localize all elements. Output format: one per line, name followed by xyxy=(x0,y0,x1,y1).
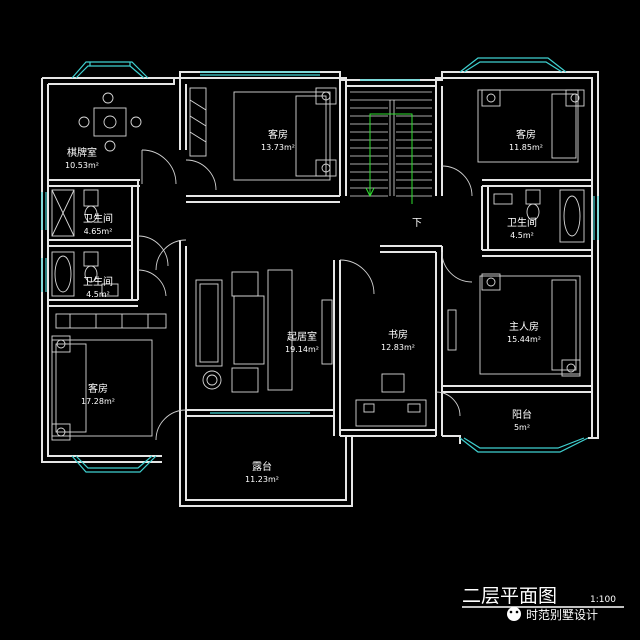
room-label-terrace: 露台 11.23m² xyxy=(245,460,279,484)
svg-text:卫生间: 卫生间 xyxy=(83,212,113,225)
doors xyxy=(137,149,473,441)
windows xyxy=(41,57,599,473)
svg-text:露台: 露台 xyxy=(252,460,272,473)
svg-text:卫生间: 卫生间 xyxy=(83,275,113,288)
svg-text:棋牌室: 棋牌室 xyxy=(67,146,97,159)
bed-guest-13-73 xyxy=(233,87,337,181)
study-desk xyxy=(355,373,427,427)
chess-table xyxy=(78,92,142,152)
svg-text:客房: 客房 xyxy=(516,128,536,141)
wardrobe-guest-1 xyxy=(189,87,207,157)
stair-arrow xyxy=(365,113,413,204)
svg-text:13.73m²: 13.73m² xyxy=(261,143,295,152)
svg-text:5m²: 5m² xyxy=(514,423,530,432)
svg-text:4.5m²: 4.5m² xyxy=(510,231,534,240)
watermark-text: 时范别墅设计 xyxy=(526,608,598,622)
svg-text:阳台: 阳台 xyxy=(512,408,532,421)
room-label-study: 书房 12.83m² xyxy=(381,328,415,352)
tv-cabinet xyxy=(321,299,333,365)
svg-text:17.28m²: 17.28m² xyxy=(81,397,115,406)
svg-text:11.85m²: 11.85m² xyxy=(509,143,543,152)
bed-guest-17-28 xyxy=(51,335,153,441)
walls xyxy=(41,71,599,507)
room-label-chess-room: 棋牌室 10.53m² xyxy=(65,146,99,170)
room-label-guest-room-1: 客房 13.73m² xyxy=(261,128,295,152)
svg-text:客房: 客房 xyxy=(268,128,288,141)
svg-text:起居室: 起居室 xyxy=(287,330,317,343)
bed-guest-11-85 xyxy=(477,89,585,163)
svg-text:19.14m²: 19.14m² xyxy=(285,345,319,354)
wardrobe-guest-3 xyxy=(55,313,167,329)
room-label-bathroom-2: 卫生间 4.5m² xyxy=(83,275,113,299)
svg-text:客房: 客房 xyxy=(88,382,108,395)
svg-text:11.23m²: 11.23m² xyxy=(245,475,279,484)
room-label-guest-room-3: 客房 17.28m² xyxy=(81,382,115,406)
room-label-master-bedroom: 主人房 15.44m² xyxy=(507,320,541,344)
svg-text:10.53m²: 10.53m² xyxy=(65,161,99,170)
room-label-living-room: 起居室 19.14m² xyxy=(285,330,319,354)
wechat-icon xyxy=(507,607,521,621)
svg-text:书房: 书房 xyxy=(388,328,408,341)
svg-text:15.44m²: 15.44m² xyxy=(507,335,541,344)
room-label-bathroom-1: 卫生间 4.65m² xyxy=(83,212,113,236)
room-label-balcony: 阳台 5m² xyxy=(512,408,532,432)
svg-text:主人房: 主人房 xyxy=(509,320,539,333)
watermark: 时范别墅设计 xyxy=(507,607,598,622)
svg-text:12.83m²: 12.83m² xyxy=(381,343,415,352)
stair-down-label: 下 xyxy=(412,218,422,229)
svg-text:4.65m²: 4.65m² xyxy=(84,227,113,236)
svg-text:卫生间: 卫生间 xyxy=(507,216,537,229)
drawing-title: 二层平面图 xyxy=(462,585,557,607)
room-label-bathroom-3: 卫生间 4.5m² xyxy=(507,216,537,240)
living-room-sofa-set xyxy=(195,269,293,393)
bathroom-fixtures-right xyxy=(493,189,585,243)
room-label-guest-room-2: 客房 11.85m² xyxy=(509,128,543,152)
bathroom-fixtures-left xyxy=(51,189,119,297)
staircase xyxy=(350,91,432,196)
stair-steps xyxy=(350,107,432,197)
bed-master xyxy=(447,273,581,377)
drawing-scale: 1:100 xyxy=(590,595,616,605)
svg-text:4.5m²: 4.5m² xyxy=(86,290,110,299)
